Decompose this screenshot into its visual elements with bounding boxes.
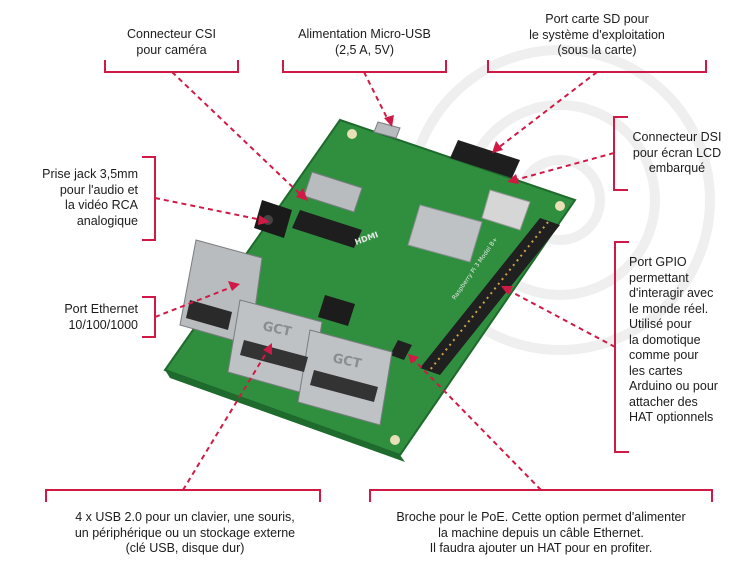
label-power: Alimentation Micro-USB (2,5 A, 5V) (298, 27, 431, 57)
bracket-power (282, 60, 447, 73)
soc-heatspreader (407, 204, 483, 263)
pointer-jack (154, 197, 263, 221)
label-ethernet: Port Ethernet 10/100/1000 (64, 302, 138, 332)
raspberry-pi-board (163, 118, 577, 462)
arrowhead-csi (296, 188, 308, 201)
pointer-power (363, 71, 389, 121)
poe-header (390, 340, 412, 360)
label-csi: Connecteur CSI pour caméra (127, 27, 216, 57)
pointer-csi (171, 71, 303, 197)
arrowhead-gpio (501, 286, 513, 295)
bracket-poe (369, 489, 713, 502)
mounting-hole (347, 129, 357, 139)
csi-connector (292, 210, 362, 248)
dsi-connector (450, 140, 520, 178)
mounting-hole (390, 435, 400, 445)
wifi-shield (481, 189, 531, 231)
arrowhead-poe (408, 354, 419, 364)
mounting-hole (555, 201, 565, 211)
pointer-poe (413, 359, 542, 491)
arrowhead-power (384, 115, 394, 127)
hdmi-port (303, 171, 363, 213)
pcb-shade (165, 370, 405, 462)
bracket-ethernet (142, 296, 156, 338)
usb-brand-2: GCT (331, 351, 363, 372)
pointer-usb (182, 349, 269, 491)
label-sd: Port carte SD pour le système d'exploita… (529, 12, 665, 57)
pointer-ethernet (154, 286, 233, 318)
bracket-usb (45, 489, 321, 502)
pointer-gpio (507, 289, 616, 348)
usb-brand-1: GCT (261, 319, 293, 340)
gpio-pins (429, 221, 549, 371)
label-jack: Prise jack 3,5mm pour l'audio et la vidé… (42, 167, 138, 228)
bracket-csi (104, 60, 239, 73)
audio-jack (254, 200, 292, 238)
arrowhead-dsi (507, 174, 519, 184)
arrowhead-sd (492, 141, 503, 153)
micro-usb-port (373, 121, 401, 139)
pointer-arrowheads (228, 115, 519, 364)
usb-port-block-2 (297, 329, 393, 426)
bracket-jack (142, 156, 156, 241)
usb-lan-chip (318, 295, 355, 326)
gpio-header (420, 218, 560, 375)
label-gpio: Port GPIO permettant d'interagir avec le… (629, 255, 718, 424)
pointer-dsi (514, 152, 615, 181)
label-usb: 4 x USB 2.0 pour un clavier, une souris,… (74, 510, 296, 555)
pointer-lines (154, 71, 616, 491)
bracket-sd (487, 60, 707, 73)
arrowhead-jack (258, 215, 270, 225)
arrowhead-ethernet (228, 281, 240, 291)
label-dsi: Connecteur DSI pour écran LCD embarqué (632, 130, 722, 175)
pointer-sd (497, 71, 598, 149)
label-poe: Broche pour le PoE. Cette option permet … (396, 510, 686, 555)
arrowhead-usb (263, 343, 272, 355)
